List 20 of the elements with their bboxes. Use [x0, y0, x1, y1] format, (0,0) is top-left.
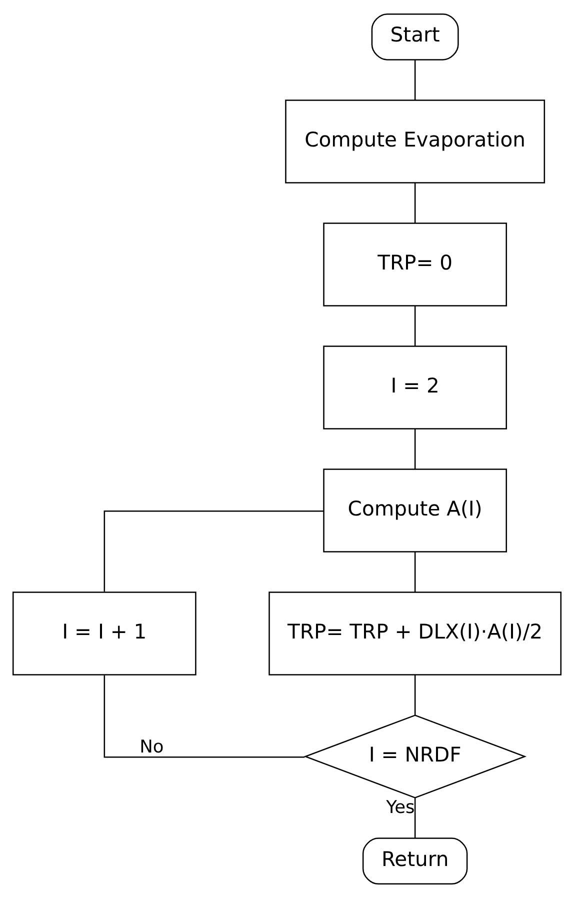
edge-label: Yes — [386, 798, 415, 818]
node-box: I = 2 — [323, 345, 507, 429]
node-diamond: I = NRDF — [304, 714, 527, 798]
node-box: Start — [371, 12, 459, 60]
connector — [414, 797, 416, 838]
node-box: I = I + 1 — [12, 591, 196, 675]
connector — [414, 428, 416, 469]
connector — [104, 674, 305, 758]
connector — [414, 674, 416, 715]
node-box: Return — [362, 837, 468, 884]
connector — [414, 305, 416, 346]
node-box: TRP= TRP + DLX(I)·A(I)/2 — [268, 591, 562, 675]
edge-label: No — [140, 736, 164, 757]
node-box: TRP= 0 — [323, 222, 507, 306]
connector — [414, 60, 416, 100]
node-box: Compute A(I) — [323, 468, 507, 552]
connector — [414, 551, 416, 592]
node-box: Compute Evaporation — [285, 99, 546, 183]
connector — [414, 182, 416, 223]
connector — [104, 510, 324, 592]
